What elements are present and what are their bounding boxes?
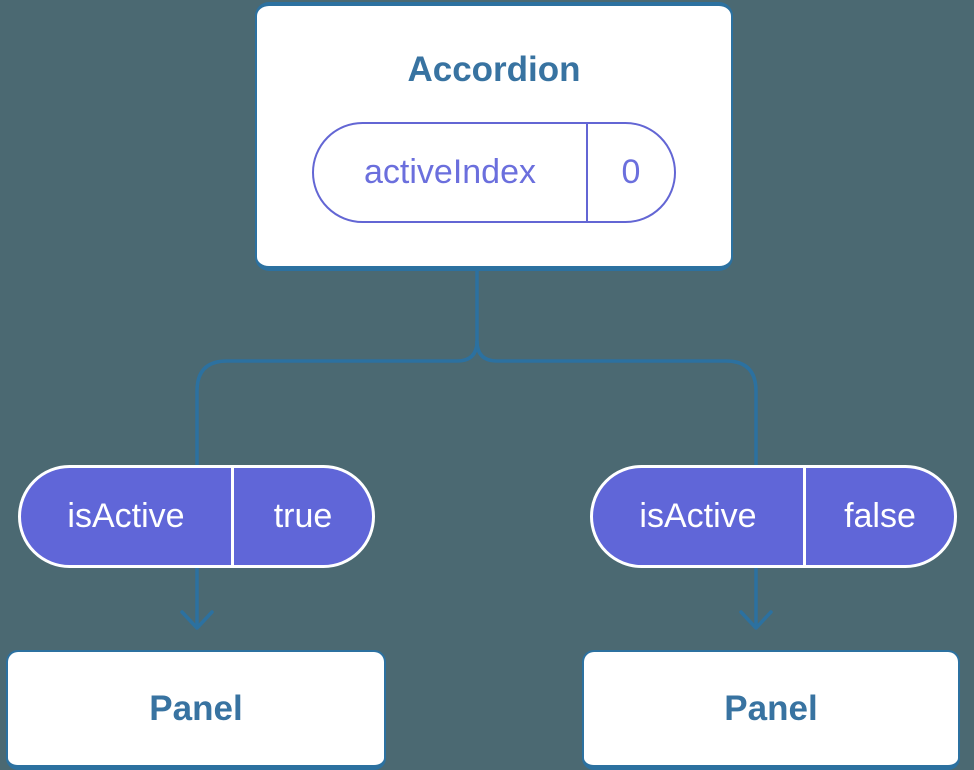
- accordion-title: Accordion: [407, 50, 581, 89]
- state-pill-activeindex: activeIndex 0: [312, 122, 676, 223]
- arrow-down-icon: [739, 610, 773, 630]
- panel-component-card-left: Panel: [6, 650, 386, 770]
- state-value-label: 0: [621, 153, 641, 191]
- prop-name-label: isActive: [21, 468, 234, 565]
- prop-name-label: isActive: [593, 468, 806, 565]
- prop-value-label: true: [273, 497, 333, 535]
- panel-title: Panel: [724, 688, 818, 728]
- panel-title: Panel: [149, 688, 243, 728]
- connector-branch-left: [195, 340, 479, 626]
- state-name-label: activeIndex: [314, 124, 588, 221]
- connector-branch-right: [475, 340, 758, 626]
- prop-pill-isactive-true: isActive true: [18, 465, 375, 568]
- prop-value-label: false: [844, 497, 916, 535]
- arrow-down-icon: [180, 610, 214, 630]
- panel-component-card-right: Panel: [582, 650, 960, 770]
- accordion-component-card: Accordion activeIndex 0: [255, 2, 733, 271]
- prop-pill-isactive-false: isActive false: [590, 465, 957, 568]
